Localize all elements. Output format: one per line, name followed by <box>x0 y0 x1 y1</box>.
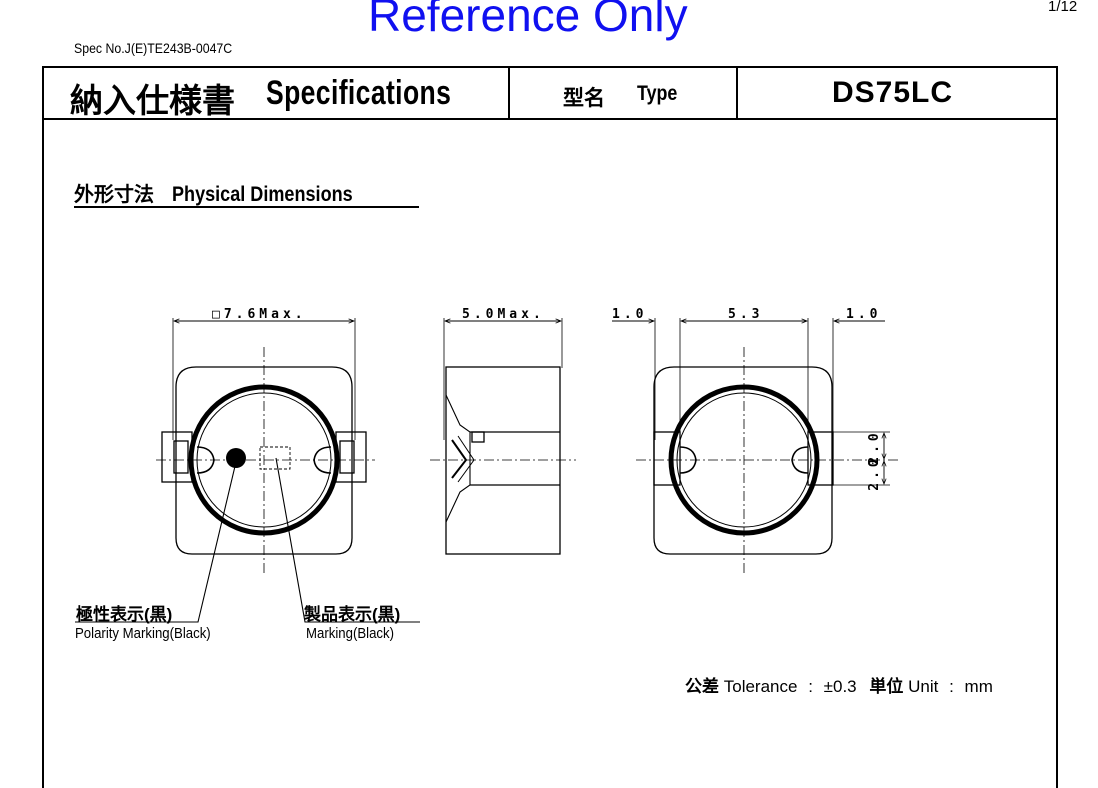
back-view <box>612 318 900 575</box>
spec-number: Spec No.J(E)TE243B-0047C <box>74 40 233 56</box>
header-row <box>42 66 1056 120</box>
front-width-dimension: □7.6Max. <box>212 307 307 322</box>
back-right-dimension: 1.0 <box>846 307 881 322</box>
polarity-marking-label-english: Polarity Marking(Black) <box>75 625 211 642</box>
type-label-english: Type <box>637 82 678 105</box>
polarity-marking-label-japanese: 極性表示(黒) <box>76 605 173 624</box>
product-marking-label-japanese: 製品表示(黒) <box>304 605 401 624</box>
unit-separator: : <box>949 677 954 696</box>
back-height-top-dimension: 2.0 <box>867 429 882 464</box>
back-left-dimension: 1.0 <box>612 307 647 322</box>
dimension-drawing: □7.6Max. 5.0Max. 1.0 5.3 1.0 2.0 2.0 <box>75 307 900 623</box>
page-number: 1/12 <box>1048 0 1078 15</box>
back-center-dimension: 5.3 <box>728 307 763 322</box>
header-divider <box>736 66 738 120</box>
document-frame <box>42 66 1058 788</box>
title-english: Specifications <box>266 74 452 112</box>
type-value: DS75LC <box>832 76 954 109</box>
unit-value: mm <box>964 677 993 696</box>
section-heading: 外形寸法 Physical Dimensions <box>74 178 419 208</box>
title-japanese: 納入仕様書 <box>70 82 235 119</box>
header-divider <box>508 66 510 120</box>
front-view <box>75 318 420 623</box>
section-heading-english: Physical Dimensions <box>172 183 353 206</box>
tolerance-separator: : <box>808 677 813 696</box>
unit-label-english: Unit <box>908 677 939 696</box>
back-height-bottom-dimension: 2.0 <box>867 455 882 490</box>
tolerance-label-english: Tolerance <box>723 677 798 696</box>
type-label-japanese: 型名 <box>563 87 605 110</box>
tolerance-note: 公差 Tolerance : ±0.3 単位 Unit : mm <box>685 672 993 697</box>
tolerance-value: ±0.3 <box>823 677 857 696</box>
tolerance-label-japanese: 公差 <box>685 677 719 696</box>
section-heading-japanese: 外形寸法 <box>74 184 154 206</box>
side-view <box>430 318 576 555</box>
product-marking-label-english: Marking(Black) <box>306 625 395 642</box>
unit-label-japanese: 単位 <box>869 677 904 696</box>
side-depth-dimension: 5.0Max. <box>462 307 545 322</box>
reference-only-watermark: Reference Only <box>368 0 688 41</box>
